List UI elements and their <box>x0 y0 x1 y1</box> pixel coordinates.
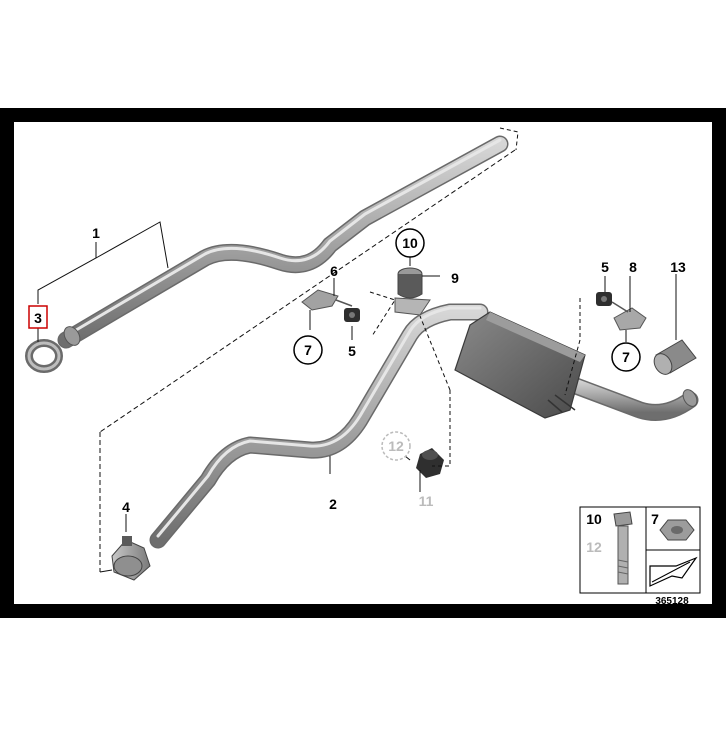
callout-9: 9 <box>451 270 459 286</box>
callout-labels: 1 2 4 6 5 9 5 8 13 11 <box>92 225 686 515</box>
circled-callout-12: 12 <box>381 431 411 461</box>
clamp-part-3[interactable] <box>25 339 63 373</box>
flange-nut-icon <box>659 519 695 541</box>
hardware-legend: 10 12 7 365128 <box>579 506 701 607</box>
damper-part-9[interactable] <box>394 267 431 316</box>
callout-3-highlighted[interactable]: 3 <box>28 305 48 329</box>
legend-bolt-label-12: 12 <box>586 539 602 555</box>
legend-nut-label-7: 7 <box>651 511 659 527</box>
callout-11: 11 <box>419 493 434 509</box>
svg-text:7: 7 <box>622 349 630 365</box>
circled-callout-7-right: 7 <box>611 342 641 372</box>
clamp-part-4[interactable] <box>111 536 151 581</box>
svg-text:3: 3 <box>34 310 42 326</box>
callout-5-right: 5 <box>601 259 609 275</box>
rubber-buffer-part-11[interactable] <box>416 448 444 478</box>
callout-13: 13 <box>670 259 686 275</box>
circled-callout-7-left: 7 <box>293 335 323 365</box>
tail-pipe <box>551 371 699 421</box>
sleeve-part-13[interactable] <box>651 339 697 378</box>
bracket-part-8[interactable] <box>611 301 647 331</box>
svg-text:10: 10 <box>402 235 418 251</box>
rear-pipe-part-2[interactable] <box>149 303 489 549</box>
drawing-number: 365128 <box>655 596 689 607</box>
front-pipe-part-1[interactable] <box>57 135 509 349</box>
callout-1: 1 <box>92 225 100 241</box>
legend-bolt-label-10: 10 <box>586 511 602 527</box>
svg-text:7: 7 <box>304 342 312 358</box>
rear-muffler[interactable] <box>454 311 586 419</box>
callout-4: 4 <box>122 499 130 515</box>
callout-8: 8 <box>629 259 637 275</box>
callout-6: 6 <box>330 263 338 279</box>
callout-5-left: 5 <box>348 343 356 359</box>
bracket-part-6[interactable] <box>301 289 353 311</box>
svg-text:12: 12 <box>388 438 404 454</box>
rubber-mount-part-5-right[interactable] <box>596 292 612 306</box>
callout-2: 2 <box>329 496 337 512</box>
circled-callout-10: 10 <box>395 228 425 258</box>
direction-arrow-icon <box>649 556 698 587</box>
leader-lines <box>37 127 677 573</box>
bolt-icon <box>613 511 633 585</box>
rubber-mount-part-5-left[interactable] <box>344 308 360 322</box>
